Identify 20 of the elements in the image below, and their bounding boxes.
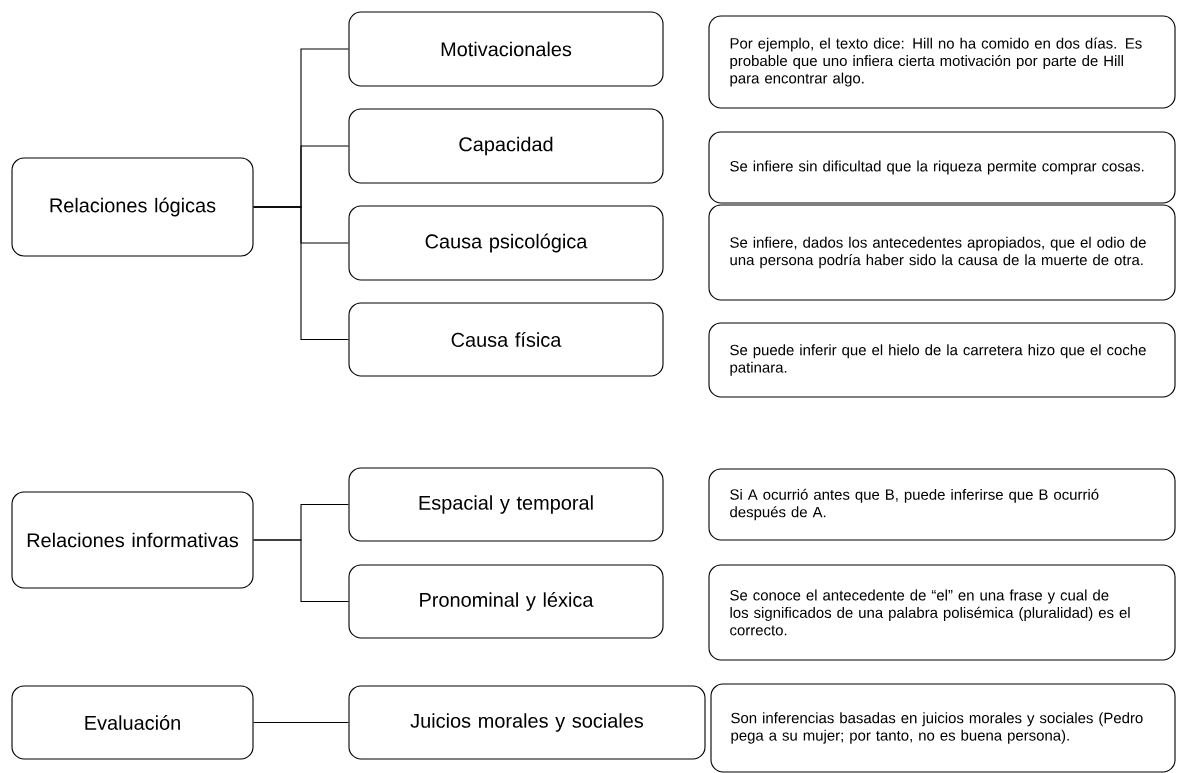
subcategory-box: Juicios morales y sociales (348, 685, 706, 760)
subcategory-box: Causa psicológica (348, 205, 664, 281)
description-box: Se infiere, dados los antecedentes apropiados, que el odio de una persona podría haber sido la causa de la muerte de otra. (708, 204, 1176, 301)
category-box: Relaciones informativas (11, 491, 254, 589)
subcategory-box: Motivacionales (348, 11, 664, 87)
connector-line (253, 206, 349, 341)
description-box: Si A ocurrió antes que B, puede inferirse que B ocurrió después de A. (708, 468, 1176, 541)
description-box: Se puede inferir que el hielo de la carretera hizo que el coche patinara. (708, 322, 1176, 398)
connector-line (253, 721, 349, 724)
connector-line (253, 539, 349, 603)
description-box: Se conoce el antecedente de “el” en una frase y cual de los significados de una palabra polisémica (pluralidad) es el correcto. (708, 564, 1176, 661)
subcategory-box: Causa física (348, 302, 664, 377)
category-box: Relaciones lógicas (11, 157, 254, 257)
description-box: Por ejemplo, el texto dice: Hill no ha comido en dos días. Es probable que uno infiera cierta motivación por parte de Hill para encontrar algo. (708, 15, 1176, 109)
subcategory-box: Pronominal y léxica (348, 564, 664, 639)
description-box: Son inferencias basadas en juicios morales y sociales (Pedro pega a su mujer; por tanto, no es buena persona). (710, 683, 1176, 773)
description-box: Se infiere sin dificultad que la riqueza permite comprar cosas. (708, 131, 1176, 204)
subcategory-box: Capacidad (348, 108, 664, 184)
subcategory-box: Espacial y temporal (348, 467, 664, 542)
category-box: Evaluación (11, 685, 254, 760)
